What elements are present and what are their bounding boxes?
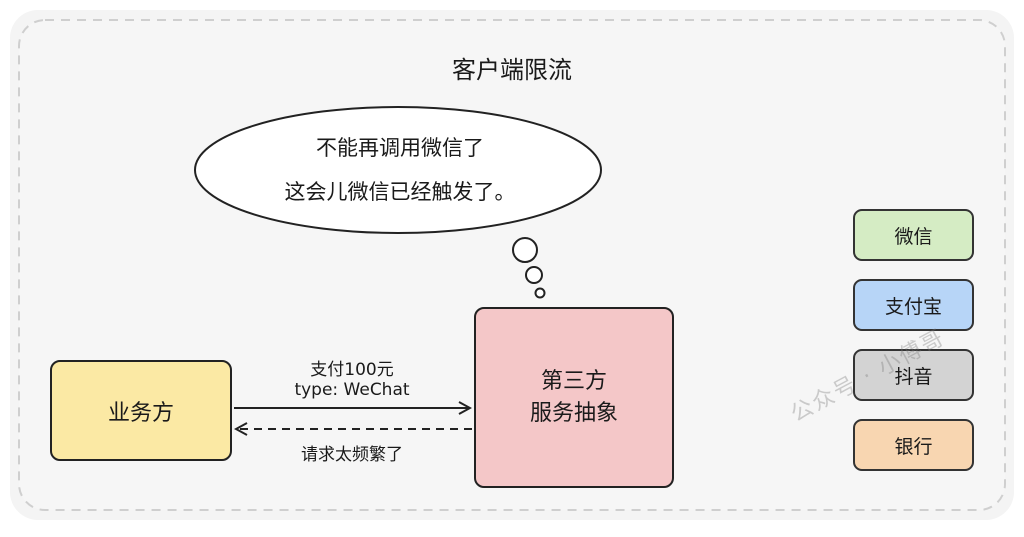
request-label-line1: 支付100元 xyxy=(310,360,394,380)
channel-alipay-label: 支付宝 xyxy=(884,295,942,318)
thought-dot-small xyxy=(534,287,546,299)
thought-dot-large xyxy=(512,237,538,263)
business-node: 业务方 xyxy=(50,360,232,461)
thought-bubble xyxy=(194,106,602,234)
diagram-title: 客户端限流 xyxy=(452,56,572,84)
bubble-text-line1: 不能再调用微信了 xyxy=(316,136,484,160)
bubble-text-line2: 这会儿微信已经触发了。 xyxy=(284,180,516,204)
channel-bank: 银行 xyxy=(853,419,974,471)
channel-wechat: 微信 xyxy=(853,209,974,261)
channel-douyin-label: 抖音 xyxy=(894,365,933,388)
channel-alipay: 支付宝 xyxy=(853,279,974,331)
response-label: 请求太频繁了 xyxy=(301,445,403,465)
request-label-line2: type: WeChat xyxy=(294,380,410,400)
channel-douyin: 抖音 xyxy=(853,349,974,401)
business-node-label: 业务方 xyxy=(107,400,174,426)
service-node-line2: 服务抽象 xyxy=(529,400,618,426)
service-node-line1: 第三方 xyxy=(540,368,607,394)
thought-dot-medium xyxy=(525,266,543,284)
channel-wechat-label: 微信 xyxy=(894,225,933,248)
service-node: 第三方 服务抽象 xyxy=(474,307,674,488)
channel-bank-label: 银行 xyxy=(894,435,933,458)
